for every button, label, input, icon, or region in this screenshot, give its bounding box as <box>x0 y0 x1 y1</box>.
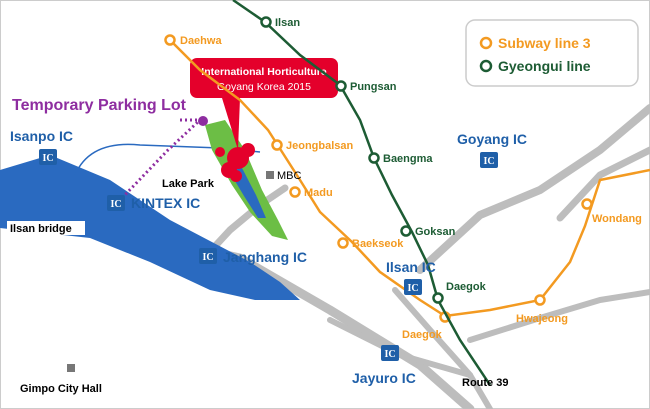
label-ilsan-ic: Ilsan IC <box>386 259 436 275</box>
ilsan-bridge-label-bg <box>7 221 85 235</box>
event-venue[interactable] <box>215 143 255 182</box>
ic-kintex-badge-text: IC <box>110 199 121 210</box>
label-lake-park: Lake Park <box>162 178 215 190</box>
legend-subway3-swatch <box>479 36 493 50</box>
subway-line-3-stations <box>164 34 593 323</box>
ic-jayuro[interactable]: IC <box>381 345 399 361</box>
label-isanpo-ic: Isanpo IC <box>10 128 73 144</box>
event-title-line1: International Horticulture <box>201 66 327 78</box>
label-daehwa: Daehwa <box>180 35 222 47</box>
event-callout-pointer <box>222 98 240 150</box>
label-gimpo-city-hall: Gimpo City Hall <box>20 383 102 395</box>
label-jayuro-ic: Jayuro IC <box>352 370 416 386</box>
han-river <box>0 155 300 300</box>
legend-item-subway3[interactable]: Subway line 3 <box>479 35 591 51</box>
subway-line-3 <box>169 39 650 318</box>
label-mbc: MBC <box>277 170 302 182</box>
label-baengma: Baengma <box>383 153 433 165</box>
station-daehwa[interactable] <box>164 34 176 46</box>
gyeongui-line <box>232 0 492 386</box>
label-jeongbalsan: Jeongbalsan <box>286 140 354 152</box>
station-ilsan[interactable] <box>260 16 272 28</box>
ic-janghang[interactable]: IC <box>199 248 217 264</box>
mbc-marker[interactable] <box>266 171 274 179</box>
legend-gyeongui-swatch <box>479 59 493 73</box>
gimpo-city-hall-marker[interactable] <box>67 364 75 372</box>
station-madu[interactable] <box>289 186 301 198</box>
label-madu: Madu <box>304 187 333 199</box>
label-baekseok: Baekseok <box>352 238 404 250</box>
label-pungsan: Pungsan <box>350 81 397 93</box>
ic-ilsan[interactable]: IC <box>404 279 422 295</box>
road-janghang <box>201 184 289 261</box>
parking-label: Temporary Parking Lot <box>12 97 187 114</box>
station-jeongbalsan[interactable] <box>271 139 283 151</box>
ic-kintex[interactable]: IC <box>107 195 125 211</box>
parking-route <box>120 118 202 200</box>
station-daegok-gyeongui[interactable] <box>432 292 444 304</box>
ic-isanpo-badge-text: IC <box>42 153 53 164</box>
road-jayuro <box>327 317 473 378</box>
label-ilsan: Ilsan <box>275 17 300 29</box>
label-hwajeong: Hwajeong <box>516 313 568 325</box>
label-daegok-line3: Daegok <box>402 329 443 341</box>
label-wondang: Wondang <box>592 213 642 225</box>
legend-box <box>465 19 639 87</box>
station-wondang[interactable] <box>581 198 593 210</box>
gyeongui-line-stations <box>260 16 444 304</box>
ic-janghang-badge-text: IC <box>202 252 213 263</box>
legend-gyeongui-label: Gyeongui line <box>498 58 591 74</box>
ic-goyang-badge-text: IC <box>483 156 494 167</box>
label-kintex-ic: KINTEX IC <box>131 195 200 211</box>
label-route39: Route 39 <box>462 377 508 389</box>
ic-isanpo[interactable]: IC <box>39 149 57 165</box>
parking-lot-marker[interactable] <box>198 116 208 126</box>
station-goksan[interactable] <box>400 225 412 237</box>
station-baengma[interactable] <box>368 152 380 164</box>
road-east-lower <box>467 289 650 343</box>
label-janghang-ic: Janghang IC <box>223 249 307 265</box>
road-route39 <box>392 287 493 409</box>
canal <box>74 143 261 176</box>
ic-ilsan-badge-text: IC <box>407 283 418 294</box>
ic-jayuro-badge-text: IC <box>384 349 395 360</box>
label-ilsan-bridge: Ilsan bridge <box>10 223 72 235</box>
label-goksan: Goksan <box>415 226 456 238</box>
label-daegok-gyeongui: Daegok <box>446 281 487 293</box>
event-title-line2: Goyang Korea 2015 <box>217 81 311 93</box>
ic-goyang[interactable]: IC <box>480 152 498 168</box>
road-goyang <box>416 104 650 274</box>
station-hwajeong[interactable] <box>534 294 546 306</box>
event-callout[interactable] <box>190 58 338 98</box>
road-east-upper <box>556 146 650 222</box>
ic-badges: IC IC IC IC IC IC <box>39 149 498 361</box>
legend-item-gyeongui[interactable]: Gyeongui line <box>479 58 591 74</box>
station-baekseok[interactable] <box>337 237 349 249</box>
label-goyang-ic: Goyang IC <box>457 131 527 147</box>
legend-subway3-label: Subway line 3 <box>498 35 591 51</box>
station-pungsan[interactable] <box>335 80 347 92</box>
legend: Subway line 3 Gyeongui line <box>465 19 639 87</box>
